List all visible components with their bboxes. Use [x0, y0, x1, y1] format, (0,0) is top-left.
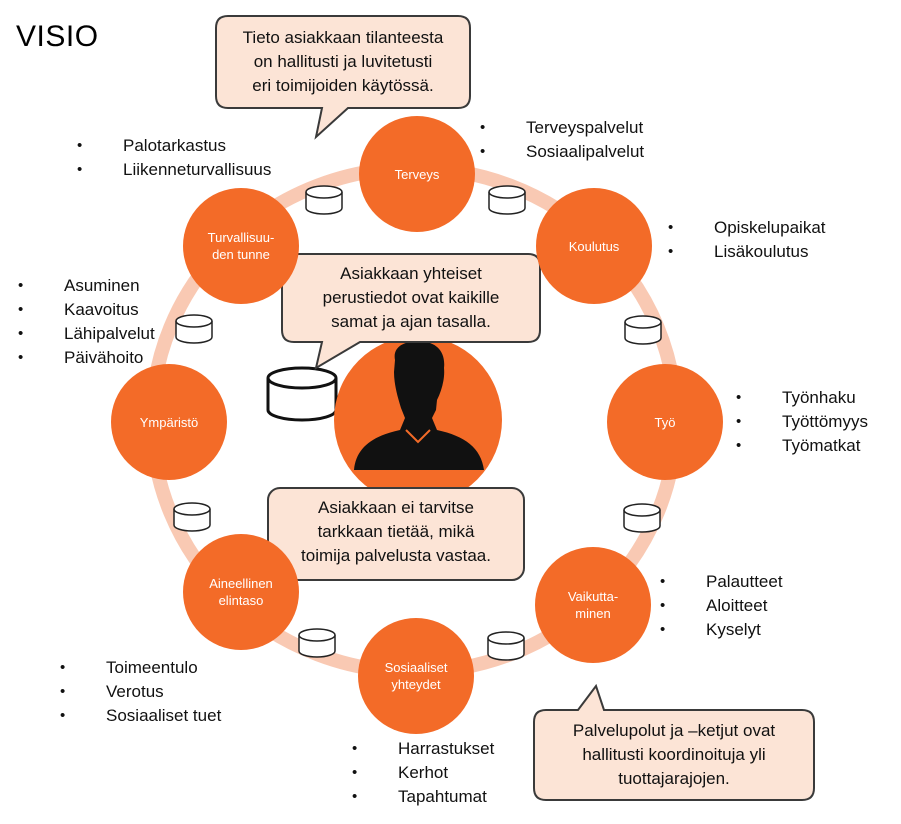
database-icon: [173, 502, 211, 532]
list-item: Lähipalvelut: [18, 322, 155, 346]
node-terveys: Terveys: [359, 116, 475, 232]
list-item: Sosiaalipalvelut: [480, 140, 644, 164]
database-icon: [305, 185, 343, 215]
bubble-lower-text: Asiakkaan ei tarvitse tarkkaan tietää, m…: [301, 498, 491, 565]
list-item: Lisäkoulutus: [668, 240, 826, 264]
list-item: Opiskelupaikat: [668, 216, 826, 240]
list-tyo: Työnhaku Työttömyys Työmatkat: [736, 386, 868, 458]
person-silhouette-icon: [354, 341, 484, 470]
list-item: Aloitteet: [660, 594, 783, 618]
node-tyo: Työ: [607, 364, 723, 480]
list-sosiaaliset-yhteydet: Harrastukset Kerhot Tapahtumat: [352, 737, 494, 809]
bubble-top-shape: [215, 15, 471, 140]
node-turvallisuuden-tunne: Turvallisuu- den tunne: [183, 188, 299, 304]
page-title: VISIO: [16, 20, 99, 53]
list-item: Tapahtumat: [352, 785, 494, 809]
list-terveys: Terveyspalvelut Sosiaalipalvelut: [480, 116, 644, 164]
list-item: Työttömyys: [736, 410, 868, 434]
bubble-top-text: Tieto asiakkaan tilanteesta on hallitust…: [242, 28, 444, 95]
list-item: Verotus: [60, 680, 221, 704]
bubble-bottom-shape: [533, 683, 815, 801]
list-item: Toimeentulo: [60, 656, 221, 680]
node-vaikuttaminen: Vaikutta- minen: [535, 547, 651, 663]
list-item: Terveyspalvelut: [480, 116, 644, 140]
node-aineellinen-elintaso: Aineellinen elintaso: [183, 534, 299, 650]
list-item: Sosiaaliset tuet: [60, 704, 221, 728]
list-item: Kerhot: [352, 761, 494, 785]
list-vaikuttaminen: Palautteet Aloitteet Kyselyt: [660, 570, 783, 642]
database-icon: [488, 185, 526, 215]
list-item: Työmatkat: [736, 434, 868, 458]
list-aineellinen-elintaso: Toimeentulo Verotus Sosiaaliset tuet: [60, 656, 221, 728]
list-item: Päivähoito: [18, 346, 155, 370]
central-database-icon: [266, 366, 338, 422]
list-ymparisto: Asuminen Kaavoitus Lähipalvelut Päivähoi…: [18, 274, 155, 370]
node-koulutus: Koulutus: [536, 188, 652, 304]
database-icon: [487, 631, 525, 661]
list-item: Liikenneturvallisuus: [77, 158, 271, 182]
database-icon: [624, 315, 662, 345]
node-ymparisto: Ympäristö: [111, 364, 227, 480]
list-turvallisuuden-tunne: Palotarkastus Liikenneturvallisuus: [77, 134, 271, 182]
bubble-lower-shape: [267, 487, 525, 581]
list-item: Kaavoitus: [18, 298, 155, 322]
list-item: Asuminen: [18, 274, 155, 298]
list-item: Kyselyt: [660, 618, 783, 642]
list-koulutus: Opiskelupaikat Lisäkoulutus: [668, 216, 826, 264]
list-item: Harrastukset: [352, 737, 494, 761]
list-item: Palotarkastus: [77, 134, 271, 158]
database-icon: [175, 314, 213, 344]
list-item: Palautteet: [660, 570, 783, 594]
bubble-center-text: Asiakkaan yhteiset perustiedot ovat kaik…: [322, 264, 500, 331]
node-sosiaaliset-yhteydet: Sosiaaliset yhteydet: [358, 618, 474, 734]
bubble-bottom-text: Palvelupolut ja –ketjut ovat hallitusti …: [572, 721, 776, 788]
database-icon: [623, 503, 661, 533]
database-icon: [298, 628, 336, 658]
list-item: Työnhaku: [736, 386, 868, 410]
